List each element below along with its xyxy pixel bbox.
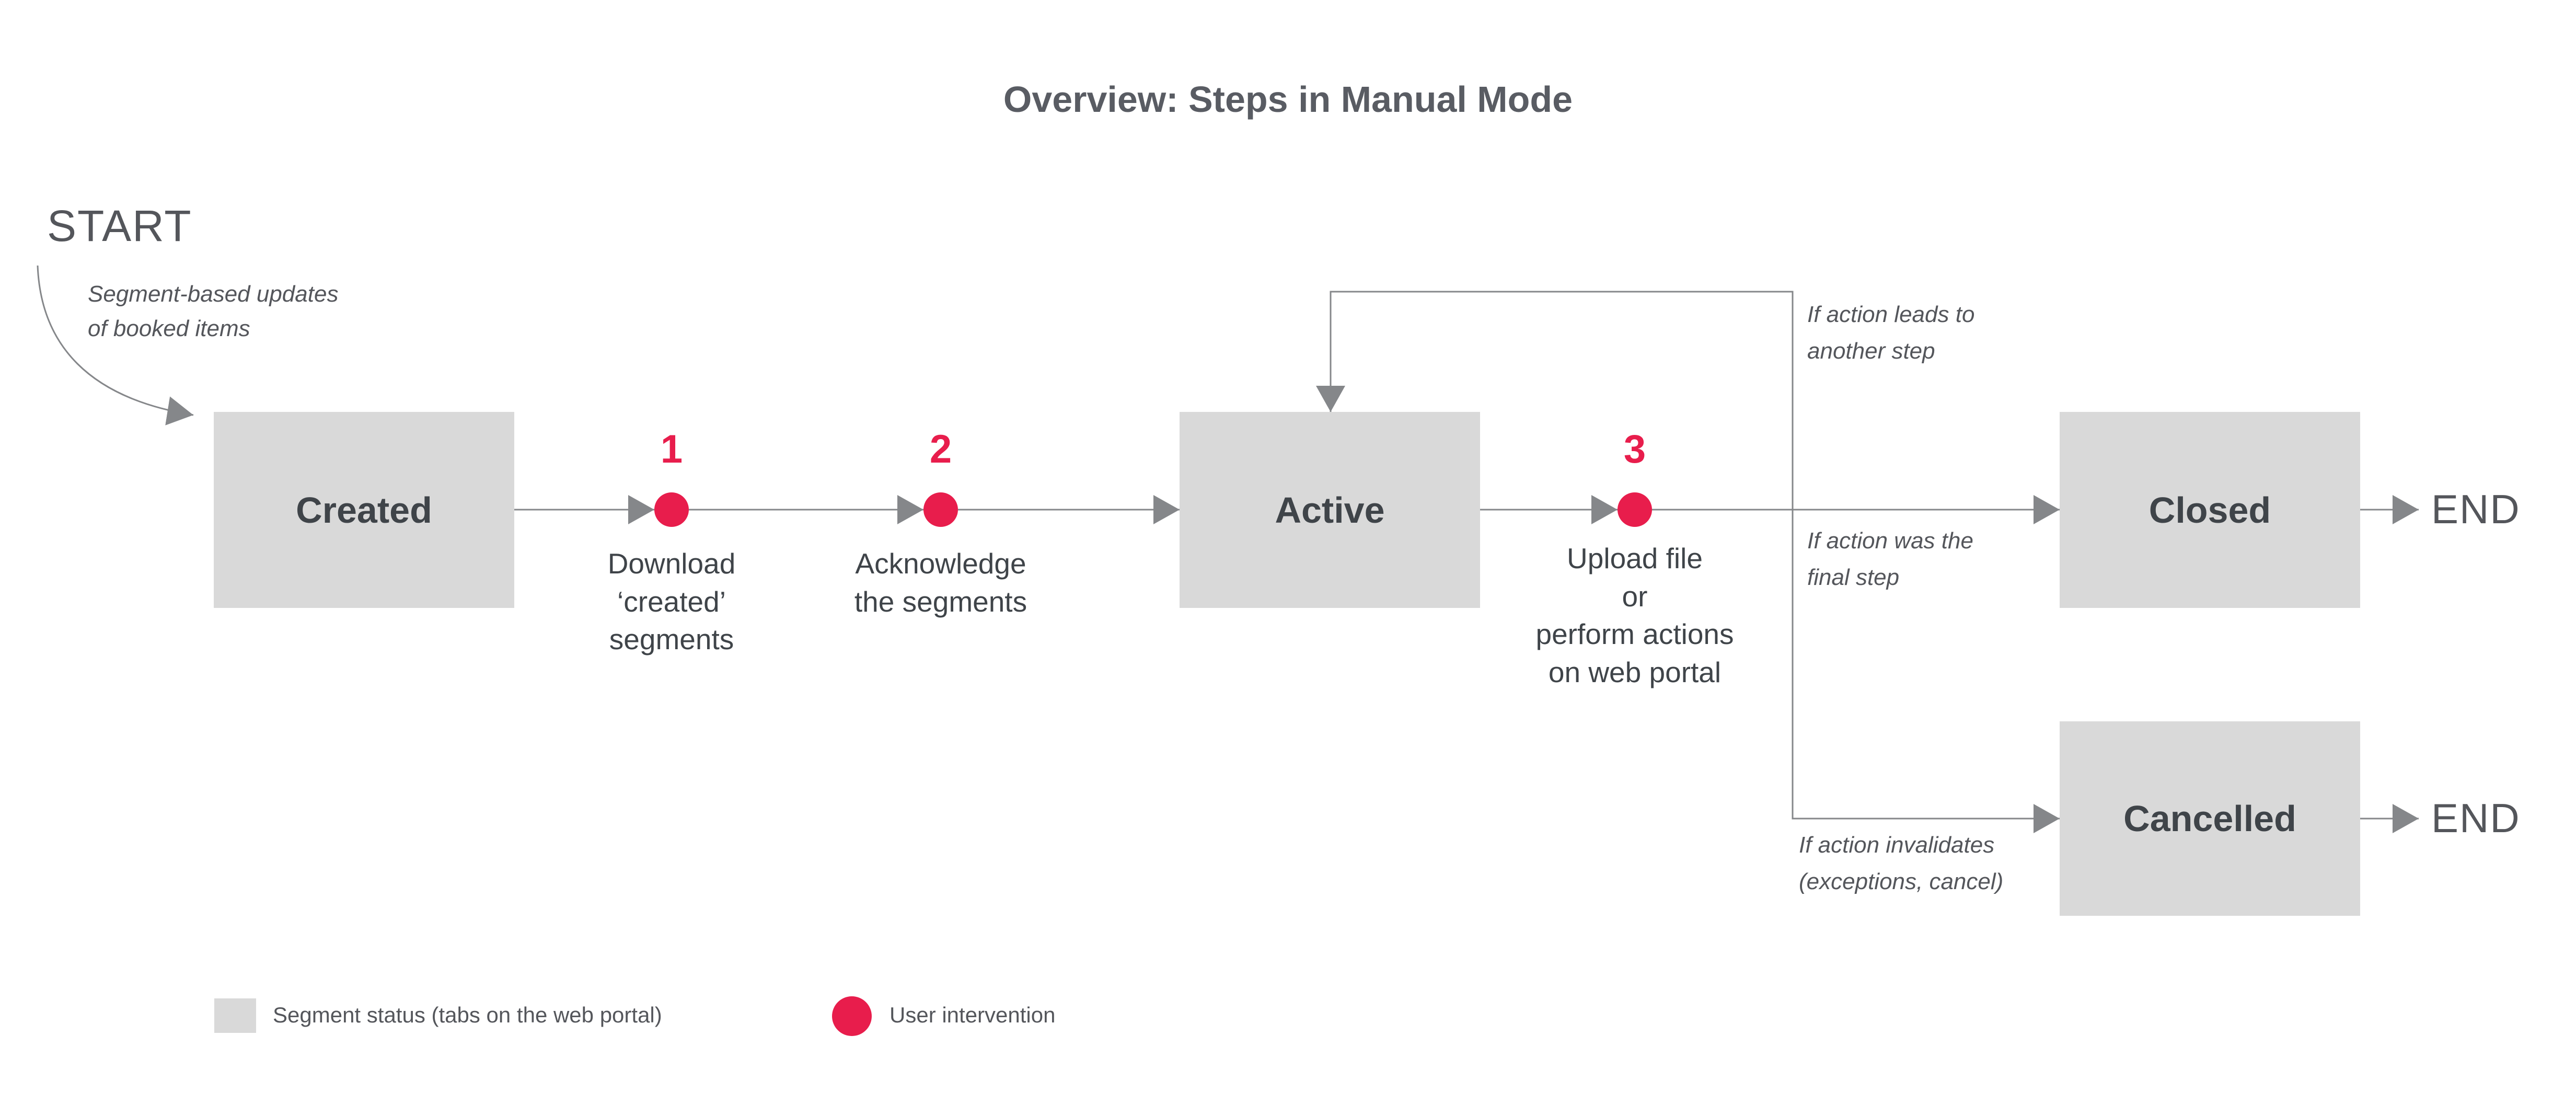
page-title: Overview: Steps in Manual Mode [1003,79,1573,120]
step-2-label: Acknowledge the segments [854,547,1027,618]
user-intervention-marker-3 [1618,492,1652,527]
cancel-path-line [1792,510,2060,833]
step-1-number: 1 [660,427,683,471]
legend-user-intervention-label: User intervention [890,1003,1056,1027]
start-label: START [47,201,192,250]
feedback-loop-line [1316,291,1794,510]
end-label-cancelled: END [2431,795,2521,841]
legend-segment-status-label: Segment status (tabs on the web portal) [273,1003,662,1027]
condition-cancelled-label: If action invalidates (exceptions, cance… [1799,832,2004,895]
step-3-label: Upload file or perform actions on web po… [1535,542,1734,688]
legend-user-intervention-marker [832,996,872,1036]
state-box-active: Active [1180,412,1480,608]
step-2-number: 2 [929,427,952,471]
state-box-cancelled: Cancelled [2060,721,2360,916]
step-1-label: Download ‘created’ segments [607,547,736,656]
user-intervention-marker-2 [923,492,958,527]
step-3-number: 3 [1623,427,1646,471]
state-box-closed: Closed [2060,412,2360,608]
condition-closed-label: If action was the final step [1807,528,1973,591]
end-label-closed: END [2431,486,2521,532]
start-note: Segment-based updates of booked items [88,281,339,341]
condition-loop-label: If action leads to another step [1807,302,1975,364]
state-box-created: Created [214,412,514,608]
start-curve-arrow [37,265,194,425]
legend-segment-status-swatch [214,998,256,1033]
user-intervention-marker-1 [654,492,689,527]
